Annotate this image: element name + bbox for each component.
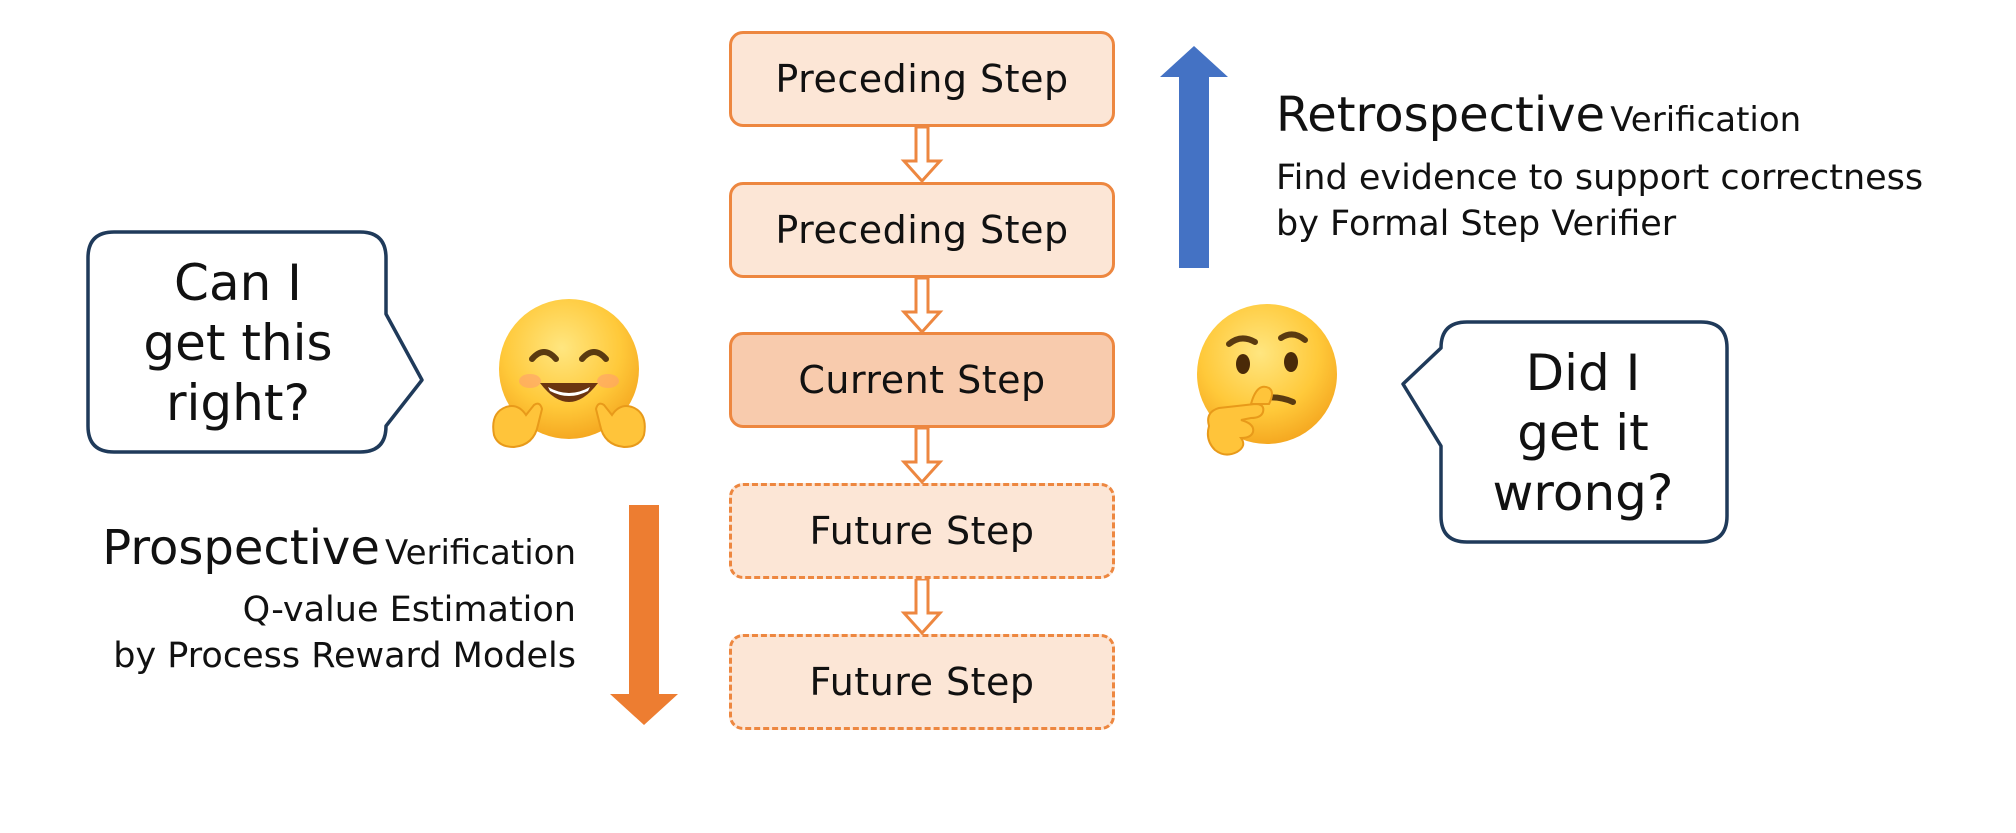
connector-arrow-2 [900,278,944,334]
bubble-line: wrong? [1492,464,1674,522]
retrospective-desc-2: by Formal Step Verifier [1276,204,1677,244]
prospective-title-small: Verification [384,533,576,573]
speech-bubble-left-text: Can I get this right? [88,228,388,458]
step-label: Preceding Step [775,57,1069,101]
prospective-title: Prospective Verification [102,520,576,587]
prospective-title-big: Prospective [102,520,380,576]
speech-bubble-left: Can I get this right? [80,228,430,458]
step-preceding-1: Preceding Step [729,31,1115,127]
hugging-face-icon [492,299,646,449]
prospective-desc-1: Q-value Estimation [242,590,576,630]
retrospective-desc-1: Find evidence to support correctness [1276,158,1924,198]
retrospective-up-arrow [1160,46,1228,268]
prospective-desc-2: by Process Reward Models [113,636,576,676]
retrospective-title-small: Verification [1610,100,1802,140]
bubble-line: Can I [174,254,302,312]
prospective-label: Prospective Verification Q-value Estimat… [102,520,576,679]
connector-arrow-1 [900,127,944,183]
step-current: Current Step [729,332,1115,428]
step-future-1: Future Step [729,483,1115,579]
step-label: Preceding Step [775,208,1069,252]
retrospective-label: Retrospective Verification Find evidence… [1276,86,1923,247]
speech-bubble-right-text: Did I get it wrong? [1433,318,1733,548]
bubble-line: right? [165,374,311,432]
speech-bubble-right-shape [1401,320,1729,544]
bubble-line: Did I [1525,344,1641,402]
connector-arrow-3 [900,428,944,484]
speech-bubble-right: Did I get it wrong? [1395,318,1735,548]
step-preceding-2: Preceding Step [729,182,1115,278]
connector-arrow-4 [900,579,944,635]
speech-bubble-left-shape [86,230,424,454]
step-label: Current Step [798,358,1046,402]
step-future-2: Future Step [729,634,1115,730]
prospective-down-arrow [610,505,678,725]
bubble-line: get it [1517,404,1649,462]
bubble-line: get this [143,314,333,372]
retrospective-title: Retrospective Verification [1276,86,1923,155]
thinking-face-icon [1197,304,1337,456]
step-label: Future Step [809,509,1035,553]
step-label: Future Step [809,660,1035,704]
retrospective-title-big: Retrospective [1276,87,1606,143]
